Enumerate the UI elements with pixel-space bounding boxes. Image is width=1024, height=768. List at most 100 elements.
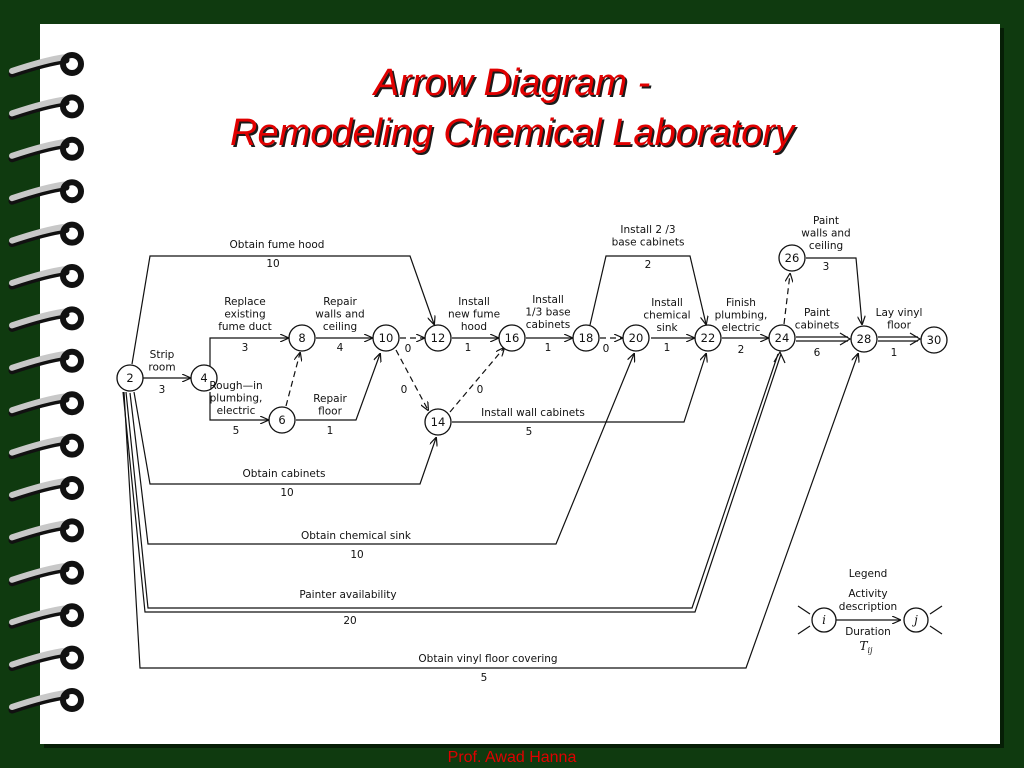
activity-lay-vinyl-desc: floor xyxy=(887,320,911,332)
binder-ring-loop xyxy=(60,518,84,543)
arrow-2-12-fume-hood xyxy=(131,255,434,365)
dummy-duration: 0 xyxy=(477,384,484,396)
activity-base-third-desc: 1/3 base xyxy=(525,307,570,319)
node-4-label: 4 xyxy=(200,371,207,385)
activity-paint-walls-duration: 3 xyxy=(823,261,830,273)
activity-base-third-duration: 1 xyxy=(545,342,552,354)
binder-ring-loop xyxy=(60,179,84,204)
arrow-2-24-painter xyxy=(122,353,782,613)
node-8-circle xyxy=(288,324,316,352)
activity-fume-hood-install-desc: hood xyxy=(461,321,487,333)
activity-lay-vinyl-duration: 1 xyxy=(891,347,898,359)
arrow-2-28-vinyl xyxy=(123,354,858,669)
node-28-circle xyxy=(850,325,878,353)
legend-tij: Tij xyxy=(859,639,873,655)
legend-activity-line1: Activity xyxy=(848,588,887,600)
node-30-circle xyxy=(920,326,948,354)
activity-fume-hood-install-desc: new fume xyxy=(448,309,500,321)
legend-out-arrows xyxy=(929,605,943,635)
activity-painter-desc: Painter availability xyxy=(299,589,396,601)
footer-author: Prof. Awad Hanna xyxy=(447,749,577,766)
arrow-26-28 xyxy=(806,257,862,324)
activity-rough-in-desc: plumbing, xyxy=(210,393,263,405)
binder-rings xyxy=(8,52,84,714)
node-16-circle xyxy=(498,324,526,352)
activity-base-third-desc: Install xyxy=(532,294,564,306)
title-line-1: Arrow Diagram - xyxy=(373,62,651,104)
binder-ring-loop xyxy=(60,264,84,288)
node-28-label: 28 xyxy=(857,332,872,346)
binder-ring-loop xyxy=(60,560,84,585)
activity-painter-duration: 20 xyxy=(343,615,356,627)
node-2-circle xyxy=(116,364,144,392)
title-line-2: Remodeling Chemical Laboratory xyxy=(230,112,794,154)
node-22-circle xyxy=(694,324,722,352)
node-10-label: 10 xyxy=(379,331,394,345)
node-6-circle xyxy=(268,406,296,434)
activity-obtain-sink-desc: Obtain chemical sink xyxy=(301,530,412,542)
binder-ring-loop xyxy=(60,476,84,500)
binder-ring-loop xyxy=(60,306,84,331)
activity-finish-plumbing-duration: 2 xyxy=(738,344,745,356)
node-8-label: 8 xyxy=(298,331,305,345)
node-12-circle xyxy=(424,324,452,352)
activity-finish-plumbing-desc: Finish xyxy=(726,297,756,309)
activity-chem-sink-install-desc: Install xyxy=(651,297,683,309)
node-22-label: 22 xyxy=(701,331,716,345)
legend-node-j-label: j xyxy=(911,613,918,627)
arrow-4-6 xyxy=(209,392,268,420)
activity-repair-walls-desc: ceiling xyxy=(323,321,357,333)
activity-rough-in-duration: 5 xyxy=(233,425,240,437)
legend-node-j xyxy=(903,607,929,633)
activity-obtain-vinyl-duration: 5 xyxy=(481,672,488,684)
node-16-label: 16 xyxy=(505,331,520,345)
activity-paint-cabinets-duration: 6 xyxy=(814,347,821,359)
node-6-label: 6 xyxy=(278,413,285,427)
activity-obtain-vinyl-desc: Obtain vinyl floor covering xyxy=(418,653,557,665)
activity-wall-cabinets-duration: 5 xyxy=(526,426,533,438)
activity-obtain-fume-hood-desc: Obtain fume hood xyxy=(230,239,325,251)
legend-in-arrows xyxy=(797,605,811,635)
activity-finish-plumbing-desc: electric xyxy=(722,322,761,334)
activity-fume-hood-install-duration: 1 xyxy=(465,342,472,354)
activity-strip-room-desc: room xyxy=(148,362,175,374)
binder-ring-loop xyxy=(60,94,84,119)
legend-heading: Legend xyxy=(849,568,888,580)
activity-rough-in-desc: electric xyxy=(217,405,256,417)
activity-obtain-sink-duration: 10 xyxy=(350,549,363,561)
activity-base-third-desc: cabinets xyxy=(526,319,571,331)
arrow-24-28 xyxy=(796,336,848,342)
dummy-10-14 xyxy=(395,349,428,410)
node-18-label: 18 xyxy=(579,331,594,345)
activity-strip-room-duration: 3 xyxy=(159,384,166,396)
binder-ring-loop xyxy=(60,348,84,373)
activity-paint-walls-desc: ceiling xyxy=(809,240,843,252)
activity-replace-duct-desc: fume duct xyxy=(218,321,272,333)
activity-obtain-cabinets-desc: Obtain cabinets xyxy=(243,468,326,480)
node-12-label: 12 xyxy=(431,331,446,345)
activity-chem-sink-install-duration: 1 xyxy=(664,342,671,354)
legend-t-sub: ij xyxy=(867,646,873,655)
node-20-label: 20 xyxy=(629,331,644,345)
slide-title: Arrow Diagram - Remodeling Chemical Labo… xyxy=(0,58,1024,158)
activity-rough-in-desc: Rough—in xyxy=(209,380,262,392)
dummy-duration: 0 xyxy=(405,343,412,355)
binder-ring-loop xyxy=(60,391,84,416)
activity-base-two-thirds-desc: base cabinets xyxy=(612,237,685,249)
activity-lay-vinyl-desc: Lay vinyl xyxy=(876,307,923,319)
activity-fume-hood-install-desc: Install xyxy=(458,296,490,308)
activity-chem-sink-install-desc: sink xyxy=(656,322,678,334)
arrow-2-24-painter-head xyxy=(773,350,786,364)
legend-t: T xyxy=(859,639,868,653)
activity-chem-sink-install-desc: chemical xyxy=(643,310,690,322)
activity-obtain-cabinets-duration: 10 xyxy=(280,487,293,499)
arrow-28-30-head xyxy=(909,332,922,346)
arrow-2-14-cabinets xyxy=(133,391,436,485)
binder-ring-loop xyxy=(60,433,84,458)
activity-base-two-thirds-duration: 2 xyxy=(645,259,652,271)
legend-duration: Duration xyxy=(845,626,891,638)
activity-paint-cabinets-desc: cabinets xyxy=(795,320,840,332)
activity-paint-walls-desc: walls and xyxy=(801,228,850,240)
binder-ring-loop xyxy=(60,688,84,712)
